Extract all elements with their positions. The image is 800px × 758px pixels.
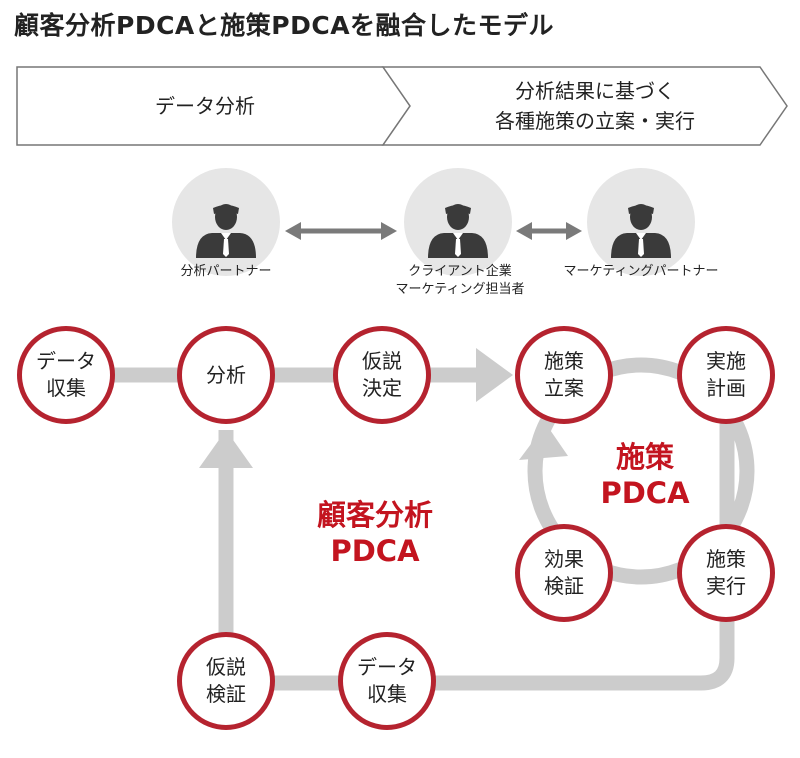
phase-measure-execution: 分析結果に基づく 各種施策の立案・実行 [410,76,780,136]
node-line: 計画 [706,376,746,400]
person-marketing-partner [587,168,695,276]
node-line: 検証 [544,574,584,598]
double-arrow-icon [516,222,582,240]
node-line: 実施 [706,349,746,373]
node-line: 決定 [362,376,402,400]
node-measure-execution: 施策 実行 [677,524,775,622]
person-label-client-marketer: クライアント企業 マーケティング担当者 [370,263,550,299]
phase-bar [16,66,788,146]
node-line: 実行 [706,574,746,598]
node-line: 仮説 [362,349,402,373]
cycle-label-line: PDCA [330,534,420,568]
node-analysis: 分析 [177,326,275,424]
arrow-up-icon [519,424,568,460]
person-label-line: クライアント企業 [408,264,512,279]
phase-line: 分析結果に基づく [515,79,675,103]
person-analysis-partner [172,168,280,276]
node-line: 収集 [46,376,86,400]
person-label-marketing-partner: マーケティングパートナー [551,263,731,281]
node-line: 施策 [544,349,584,373]
node-line: 立案 [544,376,584,400]
node-line: 収集 [367,682,407,706]
node-data-collection-bottom: データ 収集 [338,632,436,730]
node-line: データ [36,349,96,373]
person-client-marketer [404,168,512,276]
cycle-label-line: 顧客分析 [316,498,433,532]
node-line: データ [357,655,417,679]
page-title: 顧客分析PDCAと施策PDCAを融合したモデル [14,11,555,40]
person-label-analysis-partner: 分析パートナー [146,263,306,281]
node-measure-planning: 施策 立案 [515,326,613,424]
person-label-line: マーケティング担当者 [395,282,525,297]
double-arrow-icon [285,222,397,240]
node-line: 効果 [544,547,584,571]
person-label-line: マーケティングパートナー [563,264,719,279]
node-data-collection-top: データ 収集 [17,326,115,424]
phase-line: 各種施策の立案・実行 [495,109,695,133]
node-line: 検証 [206,682,246,706]
node-execution-plan: 実施 計画 [677,326,775,424]
cycle-label-line: 施策 [615,440,674,474]
node-effect-verification: 効果 検証 [515,524,613,622]
phase-data-analysis: データ分析 [30,91,380,121]
node-line: 仮説 [206,655,246,679]
customer-analysis-pdca-label: 顧客分析 PDCA [290,497,460,569]
measure-pdca-label: 施策 PDCA [580,439,710,511]
node-line: 施策 [706,547,746,571]
person-label-line: 分析パートナー [180,264,272,279]
node-hypothesis-decision: 仮説 決定 [333,326,431,424]
node-line: 分析 [206,362,246,387]
node-hypothesis-verification: 仮説 検証 [177,632,275,730]
arrow-right-icon [476,348,513,402]
cycle-label-line: PDCA [600,476,690,510]
arrow-up-icon [199,430,253,468]
phase-line: データ分析 [155,94,255,118]
